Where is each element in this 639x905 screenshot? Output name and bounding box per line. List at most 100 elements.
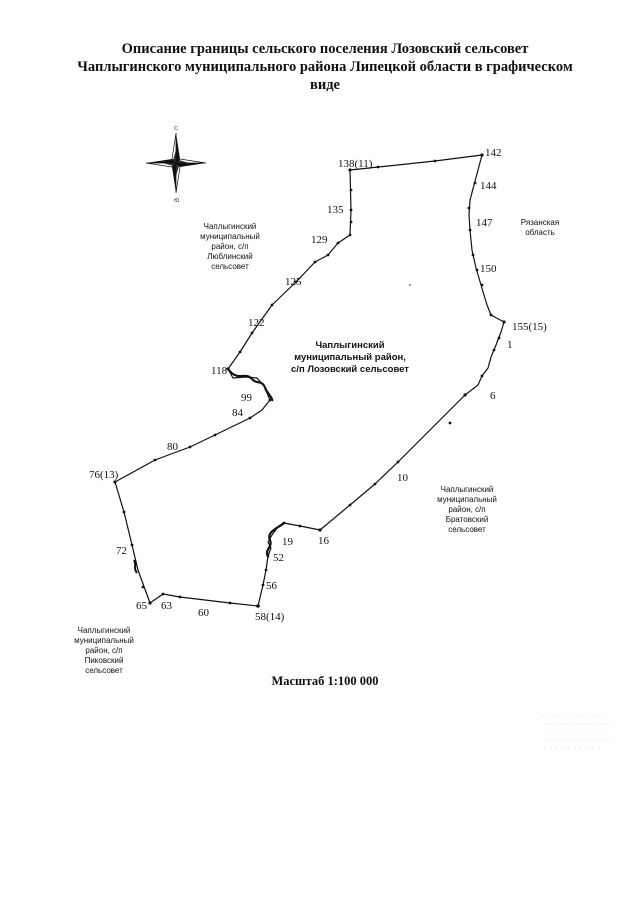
vertex-dot bbox=[489, 313, 493, 317]
vertex-dot bbox=[373, 482, 377, 486]
vertex-dot bbox=[188, 445, 192, 449]
vertex-dot bbox=[409, 284, 411, 286]
vertex-dot bbox=[270, 303, 274, 307]
river-segment-southwest bbox=[133, 559, 138, 574]
vertex-dot bbox=[264, 568, 268, 572]
map-scale-label: Масштаб 1:100 000 bbox=[271, 674, 379, 688]
vertex-dot bbox=[113, 480, 117, 484]
vertex-dot bbox=[226, 367, 230, 371]
point-label: 10 bbox=[397, 472, 409, 484]
point-label: 6 bbox=[490, 390, 496, 402]
point-label: 142 bbox=[485, 147, 502, 159]
point-label: 80 bbox=[167, 441, 179, 453]
point-label: 60 bbox=[198, 607, 210, 619]
point-label: 135 bbox=[327, 204, 344, 216]
point-label: 76(13) bbox=[89, 469, 119, 481]
river-segment-south bbox=[265, 522, 285, 557]
point-label: 122 bbox=[248, 317, 265, 329]
vertex-dot bbox=[349, 220, 353, 224]
vertex-dot bbox=[153, 458, 157, 462]
point-label: 1 bbox=[507, 339, 513, 351]
vertex-dot bbox=[336, 241, 340, 245]
vertex-dot bbox=[122, 510, 126, 514]
map-title-line-2: Чаплыгинского муниципального района Липе… bbox=[77, 59, 573, 75]
vertex-dot bbox=[256, 604, 260, 608]
boundary-vertices bbox=[113, 153, 506, 608]
point-label: 19 bbox=[282, 536, 294, 548]
map-title-line-1: Описание границы сельского поселения Лоз… bbox=[121, 41, 529, 57]
vertex-dot bbox=[282, 521, 286, 525]
point-label: 65 bbox=[136, 600, 148, 612]
vertex-dot bbox=[266, 554, 270, 558]
vertex-dot bbox=[349, 208, 353, 212]
vertex-dot bbox=[213, 433, 217, 437]
point-label: 84 bbox=[232, 407, 244, 419]
region-label-bratovo: Чаплыгинский муниципальный район, с/п Бр… bbox=[437, 485, 497, 534]
point-label: 118 bbox=[211, 365, 228, 377]
vertex-dot bbox=[475, 268, 479, 272]
vertex-dot bbox=[250, 331, 254, 335]
vertex-dot bbox=[268, 398, 272, 402]
vertex-dot bbox=[318, 528, 322, 532]
vertex-dot bbox=[480, 283, 484, 287]
vertex-dot bbox=[348, 503, 352, 507]
point-label: 58(14) bbox=[255, 611, 285, 623]
vertex-dot bbox=[433, 159, 437, 163]
vertex-dot bbox=[298, 524, 302, 528]
vertex-dot bbox=[463, 393, 467, 397]
map-title-line-3: виде bbox=[310, 77, 340, 93]
vertex-dot bbox=[348, 233, 352, 237]
vertex-dot bbox=[376, 165, 380, 169]
vertex-dot bbox=[228, 601, 232, 605]
point-label: 150 bbox=[480, 263, 497, 275]
point-label: 56 bbox=[266, 580, 278, 592]
scan-noise-decoration bbox=[540, 715, 613, 749]
point-label: 144 bbox=[480, 180, 497, 192]
point-label: 16 bbox=[318, 535, 330, 547]
vertex-dot bbox=[348, 168, 352, 172]
vertex-dot bbox=[349, 188, 353, 192]
compass-north-label: С bbox=[174, 126, 178, 132]
vertex-dot bbox=[480, 374, 484, 378]
point-label: 155(15) bbox=[512, 321, 547, 333]
vertex-dot bbox=[448, 421, 452, 425]
vertex-dot bbox=[248, 416, 252, 420]
vertex-dot bbox=[497, 336, 501, 340]
region-label-ryazan: Рязанская область bbox=[520, 218, 560, 237]
point-label: 52 bbox=[273, 552, 284, 564]
vertex-dot bbox=[161, 592, 165, 596]
region-label-lyublino: Чаплыгинский муниципальный район, с/п Лю… bbox=[200, 222, 260, 271]
point-label: 147 bbox=[476, 217, 493, 229]
vertex-dot bbox=[130, 543, 134, 547]
point-label: 72 bbox=[116, 545, 127, 557]
vertex-dot bbox=[261, 583, 265, 587]
vertex-dot bbox=[141, 585, 145, 589]
river-segment-west bbox=[227, 368, 274, 402]
vertex-dot bbox=[480, 153, 484, 157]
point-label: 138(11) bbox=[338, 158, 373, 170]
vertex-dot bbox=[473, 181, 477, 185]
point-label: 125 bbox=[285, 276, 302, 288]
map-title: Описание границы сельского поселения Лоз… bbox=[40, 40, 610, 94]
compass-rose-icon: С Ю bbox=[145, 126, 207, 204]
vertex-dot bbox=[148, 601, 152, 605]
vertex-dot bbox=[313, 260, 317, 264]
point-label: 63 bbox=[161, 600, 173, 612]
vertex-dot bbox=[468, 228, 472, 232]
vertex-dot bbox=[294, 280, 298, 284]
vertex-dot bbox=[326, 253, 330, 257]
vertex-dot bbox=[467, 206, 471, 210]
vertex-dot bbox=[238, 350, 242, 354]
vertex-dot bbox=[492, 348, 496, 352]
vertex-dot bbox=[178, 595, 182, 599]
settlement-boundary-line bbox=[114, 154, 505, 607]
point-labels: 138(11) 142 144 147 150 155(15) 1 6 10 1… bbox=[89, 147, 547, 623]
compass-south-label: Ю bbox=[174, 198, 179, 204]
point-label: 99 bbox=[241, 392, 253, 404]
vertex-dot bbox=[471, 253, 475, 257]
point-label: 129 bbox=[311, 234, 328, 246]
vertex-dot bbox=[396, 460, 400, 464]
region-label-lozovsky: Чаплыгинский муниципальный район, с/п Ло… bbox=[291, 340, 409, 375]
vertex-dot bbox=[502, 320, 506, 324]
